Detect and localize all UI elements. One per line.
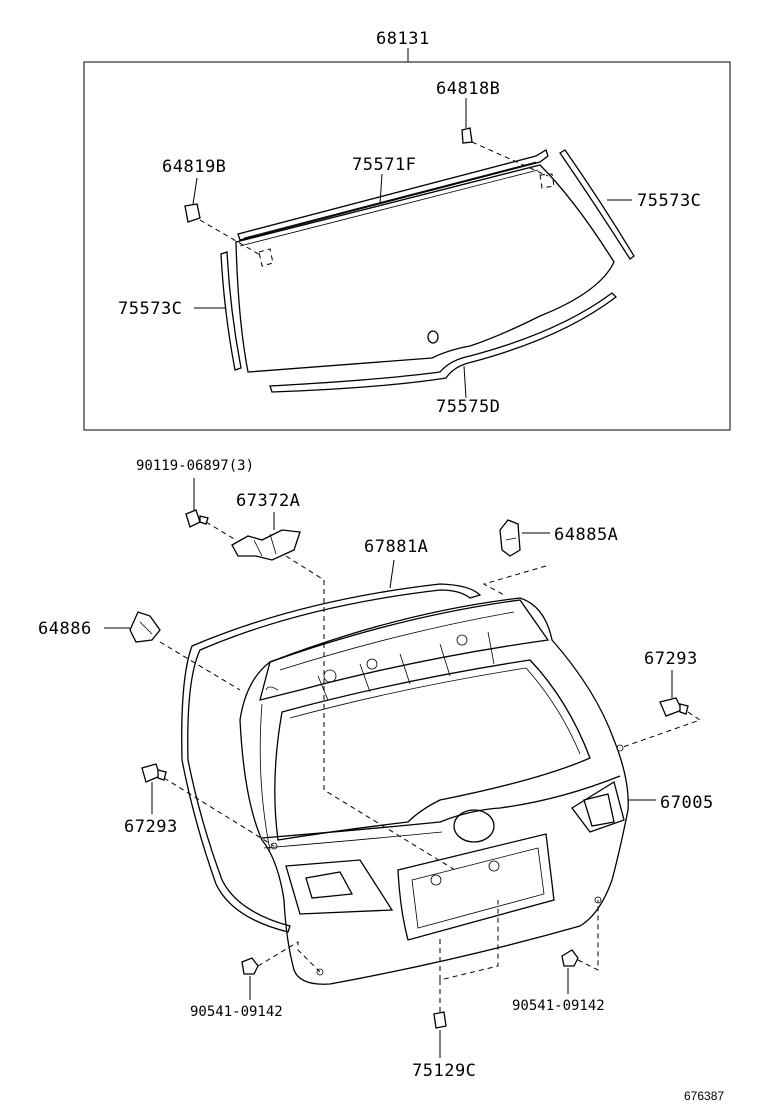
label-64819b: 64819B: [162, 157, 226, 177]
cushion-67293-left-icon: [141, 763, 275, 847]
back-door-67005: [239, 597, 656, 985]
label-68131: 68131: [376, 29, 430, 49]
screw-90119-icon: [185, 478, 237, 541]
left-side-molding: [220, 251, 242, 371]
cushion-67293-right-icon: [619, 670, 702, 749]
clip-64818b-icon: [461, 127, 555, 189]
bracket-64885a-icon: [482, 519, 550, 597]
plate-75129c-icon: [433, 900, 499, 1058]
label-90541-right: 90541-09142: [512, 998, 605, 1014]
label-75129c: 75129C: [412, 1061, 476, 1081]
clip-64819b-icon: [184, 203, 274, 267]
label-67005: 67005: [660, 793, 714, 813]
right-side-molding: [559, 149, 635, 260]
label-75573c-left: 75573C: [118, 299, 182, 319]
glass-group-box: [83, 48, 731, 431]
bottom-molding: [269, 292, 617, 393]
label-75575d: 75575D: [436, 397, 500, 417]
label-64886: 64886: [38, 619, 92, 639]
label-64885a: 64885A: [554, 525, 618, 545]
clip-90541-right-icon: [561, 900, 599, 994]
label-67293-left: 67293: [124, 817, 178, 837]
back-door-glass: [235, 164, 615, 373]
label-64818b: 64818B: [436, 79, 500, 99]
leaders-upper: [192, 98, 632, 399]
label-90541-left: 90541-09142: [190, 1004, 283, 1020]
label-67293-right: 67293: [644, 649, 698, 669]
label-75571f: 75571F: [352, 155, 416, 175]
label-67881a: 67881A: [364, 537, 428, 557]
top-molding: [237, 149, 549, 241]
label-67372a: 67372A: [236, 491, 300, 511]
bracket-64886-icon: [104, 611, 241, 691]
label-75573c-right: 75573C: [637, 191, 701, 211]
stay-67372a-icon: [231, 512, 456, 871]
label-90119: 90119-06897(3): [136, 458, 254, 474]
reference-number: 676387: [684, 1089, 724, 1103]
weatherstrip-67881a: [181, 559, 482, 933]
clip-90541-left-icon: [241, 941, 321, 1000]
